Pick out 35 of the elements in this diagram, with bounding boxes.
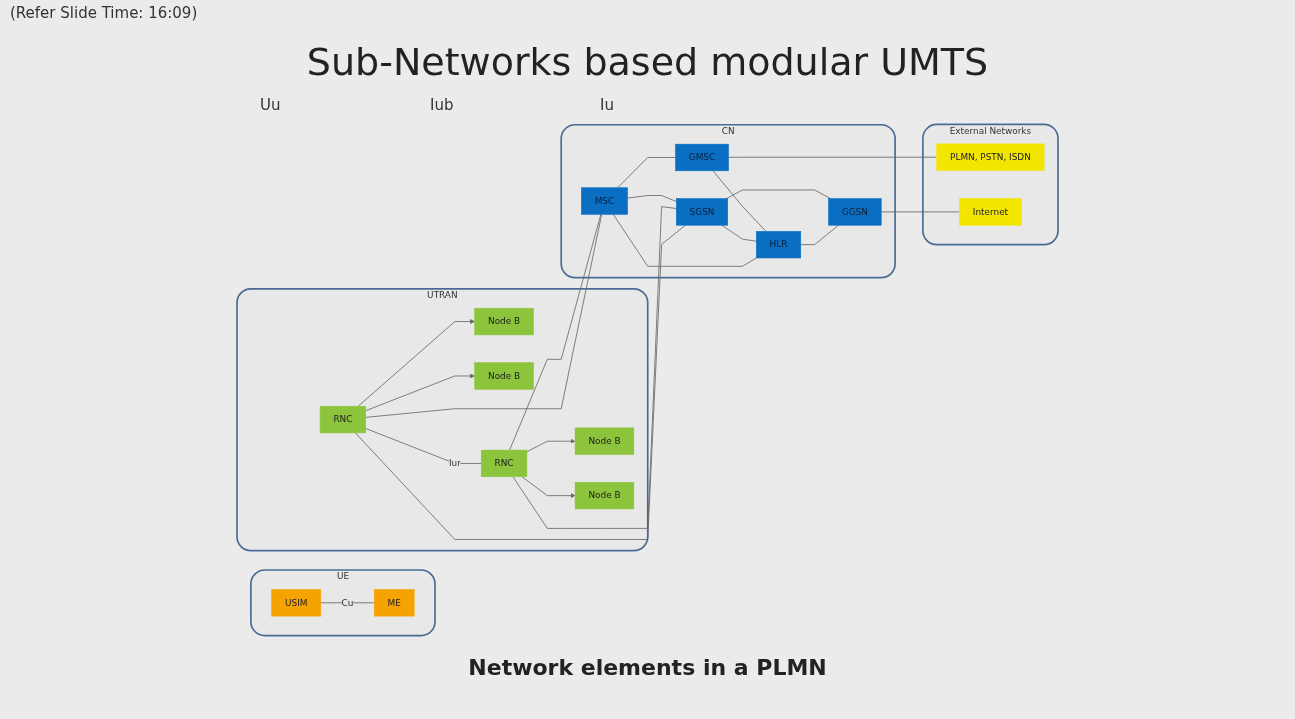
connector xyxy=(617,157,676,189)
node-box: HLR xyxy=(756,231,802,259)
node-box: Node B xyxy=(474,307,534,336)
node-box: RNC xyxy=(319,405,367,434)
connector xyxy=(612,213,757,267)
connector xyxy=(726,189,831,199)
connector xyxy=(365,428,482,464)
interface-label: Iub xyxy=(430,96,454,114)
slide-time-note: (Refer Slide Time: 16:09) xyxy=(10,4,198,22)
connector xyxy=(728,156,938,158)
node-box: USIM xyxy=(271,589,322,617)
connector xyxy=(512,206,677,529)
node-box: RNC xyxy=(480,449,528,478)
interface-label: Uu xyxy=(260,96,281,114)
connector xyxy=(320,602,375,604)
connector xyxy=(712,170,767,232)
edge-label: Iur xyxy=(448,457,461,469)
connector xyxy=(627,195,677,202)
slide-title: Sub-Networks based modular UMTS xyxy=(305,40,990,84)
connector xyxy=(800,224,839,246)
node-box: Node B xyxy=(474,362,534,390)
connector xyxy=(880,211,960,213)
node-box: SGSN xyxy=(676,198,728,226)
node-box: ME xyxy=(373,589,415,617)
interface-label: Iu xyxy=(600,96,614,114)
connector xyxy=(721,224,757,242)
node-box: PLMN, PSTN, ISDN xyxy=(936,143,1045,171)
node-box: Node B xyxy=(574,427,635,455)
node-box: Node B xyxy=(574,482,635,510)
caption: Network elements in a PLMN xyxy=(467,655,828,680)
edge-label: Cu xyxy=(341,597,354,608)
node-box: MSC xyxy=(581,187,628,215)
node-box: GGSN xyxy=(828,198,882,226)
node-box: GMSC xyxy=(675,143,729,172)
node-box: Internet xyxy=(959,198,1022,226)
